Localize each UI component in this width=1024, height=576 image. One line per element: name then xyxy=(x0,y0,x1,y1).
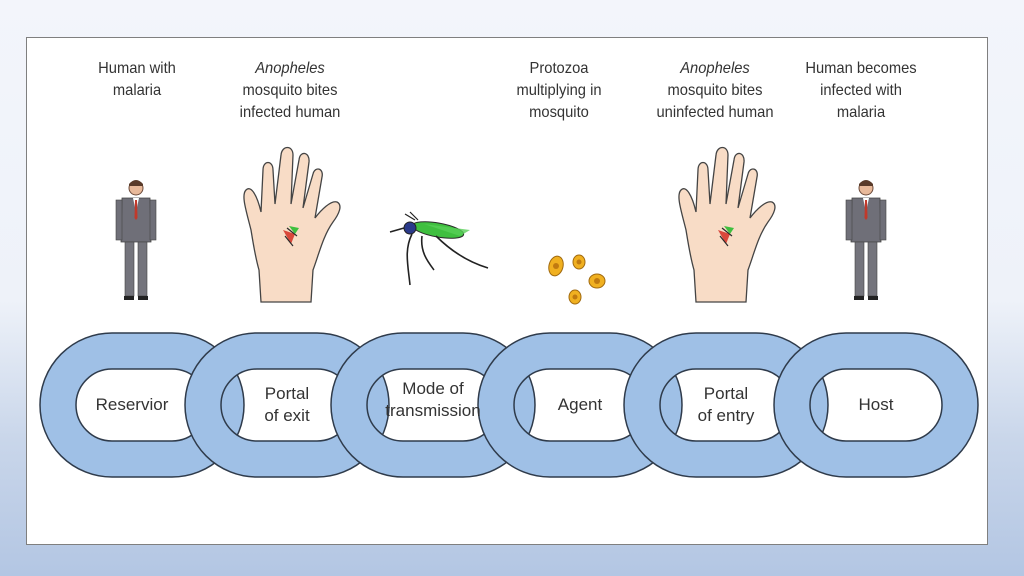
chain xyxy=(39,332,979,478)
hand-icon xyxy=(678,146,776,303)
chain-link xyxy=(773,332,979,478)
hand-icon xyxy=(243,146,341,303)
man-icon xyxy=(845,179,887,301)
link-label-reservoir: Reservior xyxy=(95,395,169,414)
protozoa-icon xyxy=(548,254,606,305)
mosquito-icon xyxy=(389,211,489,286)
link-label-host: Host xyxy=(858,395,894,414)
link-label-agent: Agent xyxy=(557,395,603,414)
man-icon xyxy=(115,179,157,301)
